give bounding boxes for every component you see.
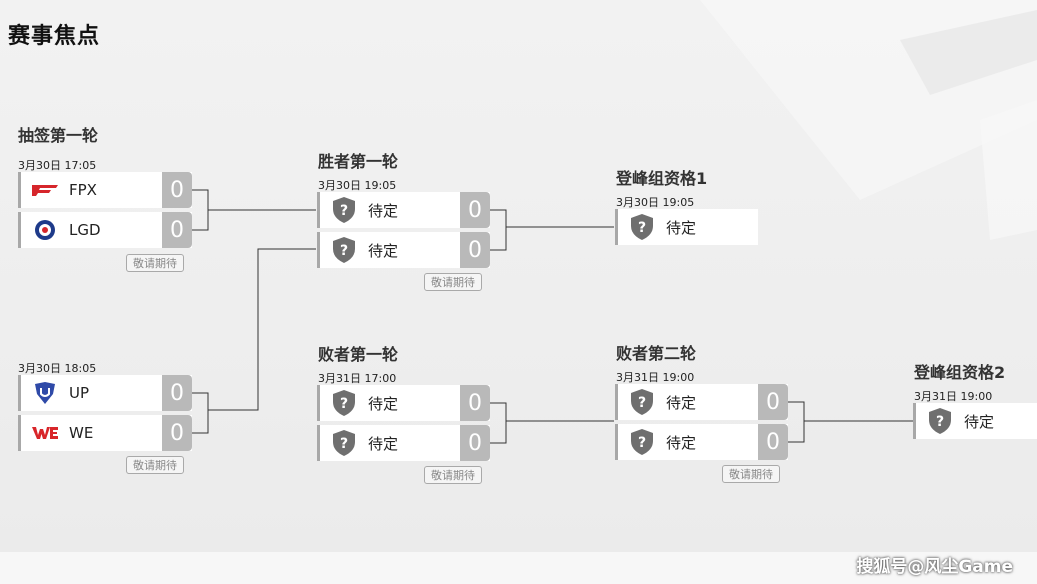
svg-text:?: ? <box>340 243 348 259</box>
team-score: 0 <box>162 415 192 451</box>
connector-losers1 <box>490 402 614 444</box>
team-name: 待定 <box>368 434 399 453</box>
background-decoration <box>0 0 1037 552</box>
svg-text:?: ? <box>638 435 646 451</box>
team-score: 0 <box>162 375 192 411</box>
coming-soon-tag[interactable]: 敬请期待 <box>126 254 184 272</box>
team-slot-losers1-2[interactable]: ? 待定 0 <box>317 425 490 461</box>
up-logo-icon <box>31 379 59 407</box>
team-slot-qual1[interactable]: ? 待定 <box>615 209 758 245</box>
unknown-team-shield-icon: ? <box>330 429 358 457</box>
team-slot-qual2[interactable]: ? 待定 <box>913 403 1037 439</box>
team-slot-losers2-1[interactable]: ? 待定 0 <box>615 384 788 420</box>
svg-text:?: ? <box>638 220 646 236</box>
team-slot-winners-2[interactable]: ? 待定 0 <box>317 232 490 268</box>
team-score: 0 <box>460 192 490 228</box>
team-name: 待定 <box>964 412 995 431</box>
connector-draw2 <box>192 248 316 434</box>
team-score: 0 <box>460 425 490 461</box>
bracket-connectors <box>192 189 914 444</box>
round-title-losers1: 败者第一轮 <box>318 345 399 364</box>
match-time-losers2: 3月31日 19:00 <box>616 371 695 384</box>
match-time-winners: 3月30日 19:05 <box>318 179 397 192</box>
team-slot-losers2-2[interactable]: ? 待定 0 <box>615 424 788 460</box>
unknown-team-shield-icon: ? <box>628 428 656 456</box>
team-slot-up[interactable]: UP 0 <box>18 375 192 411</box>
team-score: 0 <box>460 385 490 421</box>
team-slot-fpx[interactable]: FPX 0 <box>18 172 192 208</box>
round-title-qual2: 登峰组资格2 <box>914 363 1006 382</box>
connector-losers2 <box>788 401 914 443</box>
match-time-draw2: 3月30日 18:05 <box>18 362 97 375</box>
team-name: 待定 <box>368 241 399 260</box>
team-slot-we[interactable]: WE 0 <box>18 415 192 451</box>
team-name: 待定 <box>368 201 399 220</box>
team-score: 0 <box>460 232 490 268</box>
lgd-logo-icon <box>31 216 59 244</box>
unknown-team-shield-icon: ? <box>926 407 954 435</box>
page-title: 赛事焦点 <box>8 24 101 49</box>
team-score: 0 <box>162 212 192 248</box>
team-name: 待定 <box>666 393 697 412</box>
team-name: LGD <box>69 221 101 239</box>
round-title-losers2: 败者第二轮 <box>616 344 697 363</box>
match-time-qual2: 3月31日 19:00 <box>914 390 993 403</box>
unknown-team-shield-icon: ? <box>330 196 358 224</box>
team-name: UP <box>69 384 90 402</box>
match-time-qual1: 3月30日 19:05 <box>616 196 695 209</box>
svg-text:?: ? <box>340 436 348 452</box>
coming-soon-tag[interactable]: 敬请期待 <box>424 273 482 291</box>
coming-soon-tag[interactable]: 敬请期待 <box>424 466 482 484</box>
connector-winners <box>490 209 614 251</box>
team-name: WE <box>69 424 94 442</box>
team-score: 0 <box>162 172 192 208</box>
fpx-logo-icon <box>31 176 59 204</box>
team-slot-losers1-1[interactable]: ? 待定 0 <box>317 385 490 421</box>
team-score: 0 <box>758 424 788 460</box>
watermark: 搜狐号@风尘Game <box>856 557 1013 577</box>
unknown-team-shield-icon: ? <box>628 388 656 416</box>
coming-soon-tag[interactable]: 敬请期待 <box>126 456 184 474</box>
footer-strip <box>0 552 1037 584</box>
unknown-team-shield-icon: ? <box>330 236 358 264</box>
team-score: 0 <box>758 384 788 420</box>
match-time-losers1: 3月31日 17:00 <box>318 372 397 385</box>
we-logo-icon <box>31 419 59 447</box>
match-time-draw1: 3月30日 17:05 <box>18 159 97 172</box>
svg-text:?: ? <box>936 414 944 430</box>
unknown-team-shield-icon: ? <box>628 213 656 241</box>
coming-soon-tag[interactable]: 敬请期待 <box>722 465 780 483</box>
team-name: 待定 <box>368 394 399 413</box>
round-title-winners: 胜者第一轮 <box>318 152 399 171</box>
svg-text:?: ? <box>340 396 348 412</box>
team-name: FPX <box>69 181 97 199</box>
svg-text:?: ? <box>340 203 348 219</box>
connector-draw1 <box>192 189 316 231</box>
team-name: 待定 <box>666 433 697 452</box>
team-slot-winners-1[interactable]: ? 待定 0 <box>317 192 490 228</box>
team-name: 待定 <box>666 218 697 237</box>
svg-text:?: ? <box>638 395 646 411</box>
unknown-team-shield-icon: ? <box>330 389 358 417</box>
round-title-qual1: 登峰组资格1 <box>616 169 708 188</box>
team-slot-lgd[interactable]: LGD 0 <box>18 212 192 248</box>
round-title-draw: 抽签第一轮 <box>18 126 99 145</box>
